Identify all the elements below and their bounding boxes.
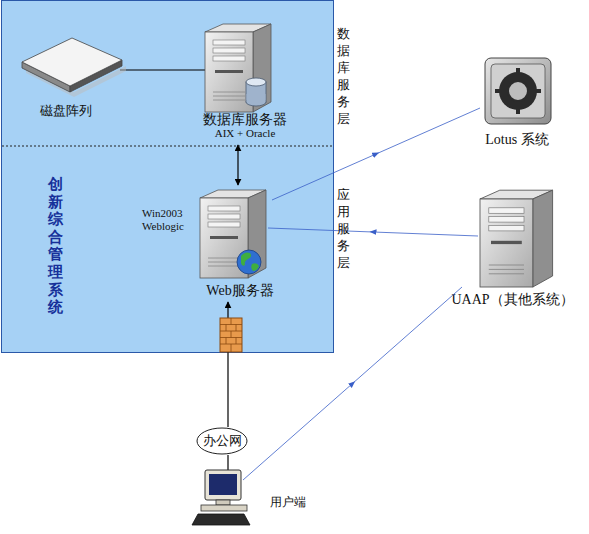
node-text: 办公网 <box>196 427 248 455</box>
connector <box>237 145 238 185</box>
cylinder-fill <box>247 94 266 102</box>
disk-array-face <box>22 62 70 92</box>
layer-label: 数据库服务层 <box>337 25 353 127</box>
cylinder-top <box>246 78 266 86</box>
node-text: Lotus 系统 <box>467 132 567 148</box>
disk-array-icon <box>22 38 126 97</box>
web-server-node: Win2003 WeblogicWeb服务器 <box>140 185 305 303</box>
connector <box>243 287 462 480</box>
monitor-screen <box>209 474 237 495</box>
lotus-emblem <box>499 72 537 110</box>
layer-label: 应用服务层 <box>337 186 353 271</box>
cylinder-bottom <box>246 98 266 106</box>
node-text: 创新综合管理系统 <box>48 176 65 317</box>
lotus-node: Lotus 系统 <box>470 55 580 155</box>
node-text: UAAP（其他系统） <box>440 292 585 308</box>
globe-icon <box>237 250 261 274</box>
disk-array-node: 磁盘阵列 <box>15 30 127 125</box>
monitor-case <box>205 470 241 500</box>
uaap-node: UAAP（其他系统） <box>440 185 585 310</box>
node-text: 用户端 <box>270 496 320 510</box>
computer-base <box>201 505 247 511</box>
uaap-server-icon <box>480 190 553 287</box>
node-text: AIX + Oracle <box>190 127 300 140</box>
connector <box>272 108 480 200</box>
connector <box>227 455 228 470</box>
node-text: 数据库服务器 <box>190 112 300 128</box>
client-node: 用户端 <box>190 468 310 528</box>
cylinder-body <box>246 82 266 102</box>
computer-icon <box>192 470 250 525</box>
lotus-frame <box>485 58 551 124</box>
globe-land <box>241 252 259 271</box>
lotus-emblem-core <box>508 81 528 101</box>
globe-sea <box>237 250 261 274</box>
node-text: Win2003 Weblogic <box>142 207 198 232</box>
node-text: 磁盘阵列 <box>40 104 110 119</box>
lotus-emblem-tabs <box>495 68 541 114</box>
keyboard <box>192 514 250 525</box>
web-server-icon <box>200 190 266 278</box>
connector <box>268 228 478 236</box>
lotus-inner <box>491 64 545 118</box>
disk-array-face <box>70 60 122 92</box>
network-ellipse: 办公网 <box>196 427 248 455</box>
firewall-bricks <box>220 318 242 352</box>
database-server-icon <box>205 24 271 112</box>
database-cylinder <box>246 78 266 106</box>
system-boundary: 创新综合管理系统磁盘阵列数据库服务器AIX + OracleWin2003 We… <box>1 0 334 353</box>
firewall-body <box>220 318 242 352</box>
database-server-node: 数据库服务器AIX + Oracle <box>185 18 305 146</box>
lotus-icon <box>485 58 551 124</box>
ellipse-shape <box>197 428 247 454</box>
monitor-stand <box>216 500 230 505</box>
connector <box>227 302 228 427</box>
icon-shadow <box>26 66 126 97</box>
node-text: Web服务器 <box>190 283 290 299</box>
firewall-icon <box>220 318 242 352</box>
disk-array-top <box>22 38 122 86</box>
connector <box>120 69 205 70</box>
layer-divider <box>2 146 333 147</box>
